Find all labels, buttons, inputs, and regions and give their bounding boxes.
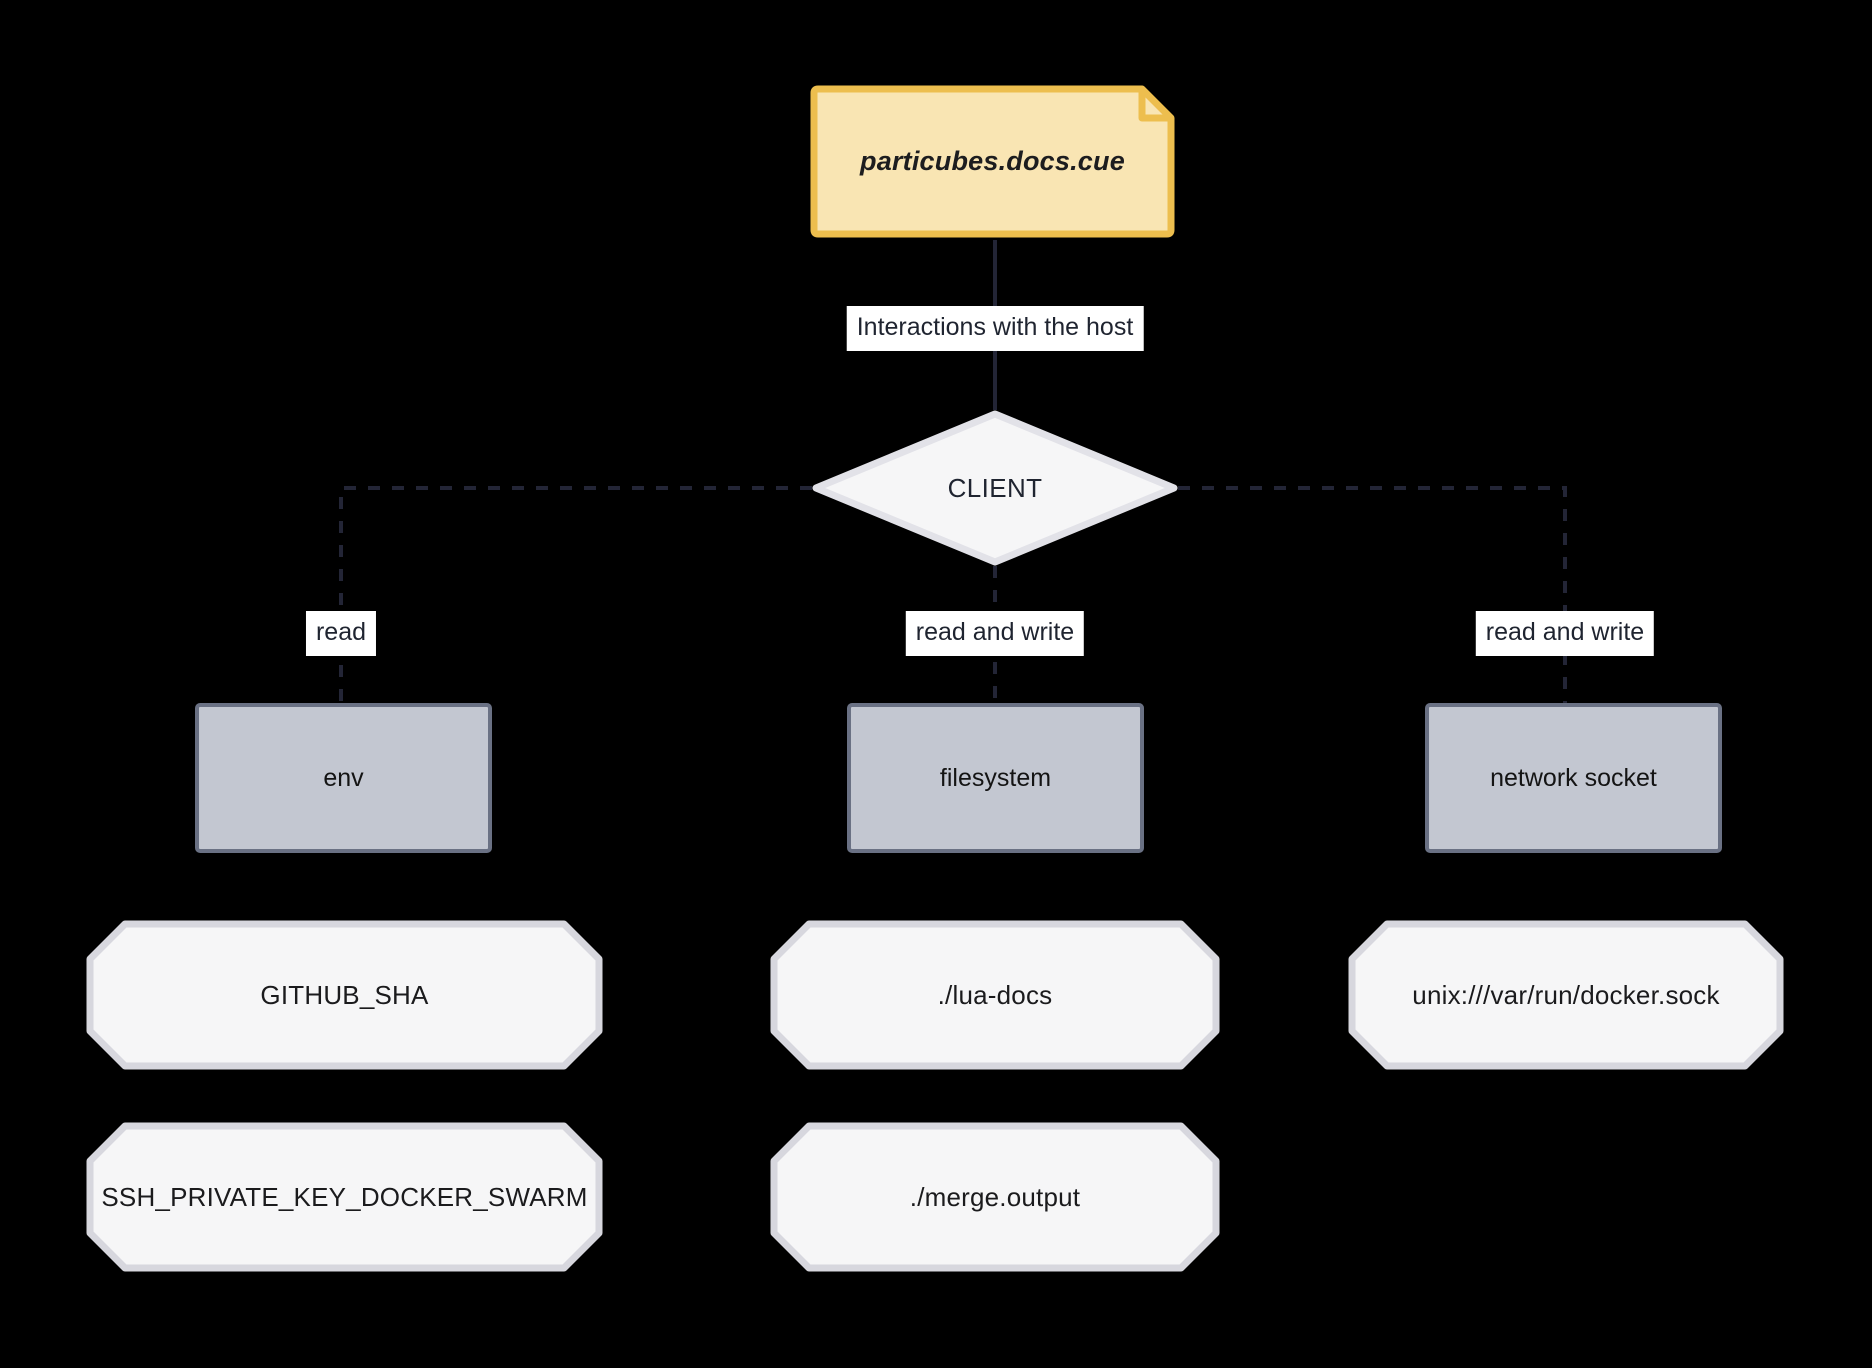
value-node-ssh-private-key-docker-swarm[interactable]: SSH_PRIVATE_KEY_DOCKER_SWARM [86,1122,603,1272]
edge-label-read: read [305,611,377,656]
edge-client-to-env [339,486,812,703]
note-shape-icon [810,85,1175,238]
value-node-github-sha[interactable]: GITHUB_SHA [86,920,603,1070]
resource-box-filesystem[interactable]: filesystem [847,703,1144,853]
value-node-merge-output[interactable]: ./merge.output [770,1122,1220,1272]
resource-box-env[interactable]: env [195,703,492,853]
value-node-label: ./lua-docs [937,979,1053,1010]
note-label: particubes.docs.cue [860,146,1125,176]
note-particubes-docs-cue[interactable]: particubes.docs.cue [810,85,1175,238]
value-node-docker-sock[interactable]: unix:///var/run/docker.sock [1348,920,1784,1070]
edge-label-read-and-write-filesystem: read and write [905,611,1085,656]
edge-label-read-and-write-network: read and write [1475,611,1655,656]
octagon-shape-icon [86,920,603,1070]
diamond-shape-icon [812,410,1178,566]
decision-client[interactable]: CLIENT [812,410,1178,566]
decision-label: CLIENT [947,472,1043,503]
octagon-shape-icon [770,1122,1220,1272]
edge-label-interactions: Interactions with the host [846,306,1144,351]
octagon-shape-icon [770,920,1220,1070]
value-node-label: ./merge.output [909,1181,1081,1212]
octagon-shape-icon [1348,920,1784,1070]
value-node-label: SSH_PRIVATE_KEY_DOCKER_SWARM [101,1181,588,1212]
octagon-shape-icon [86,1122,603,1272]
edge-client-to-network-socket [1178,486,1567,703]
resource-box-network-socket[interactable]: network socket [1425,703,1722,853]
value-node-label: GITHUB_SHA [260,979,429,1010]
value-node-label: unix:///var/run/docker.sock [1412,979,1720,1010]
value-node-lua-docs[interactable]: ./lua-docs [770,920,1220,1070]
